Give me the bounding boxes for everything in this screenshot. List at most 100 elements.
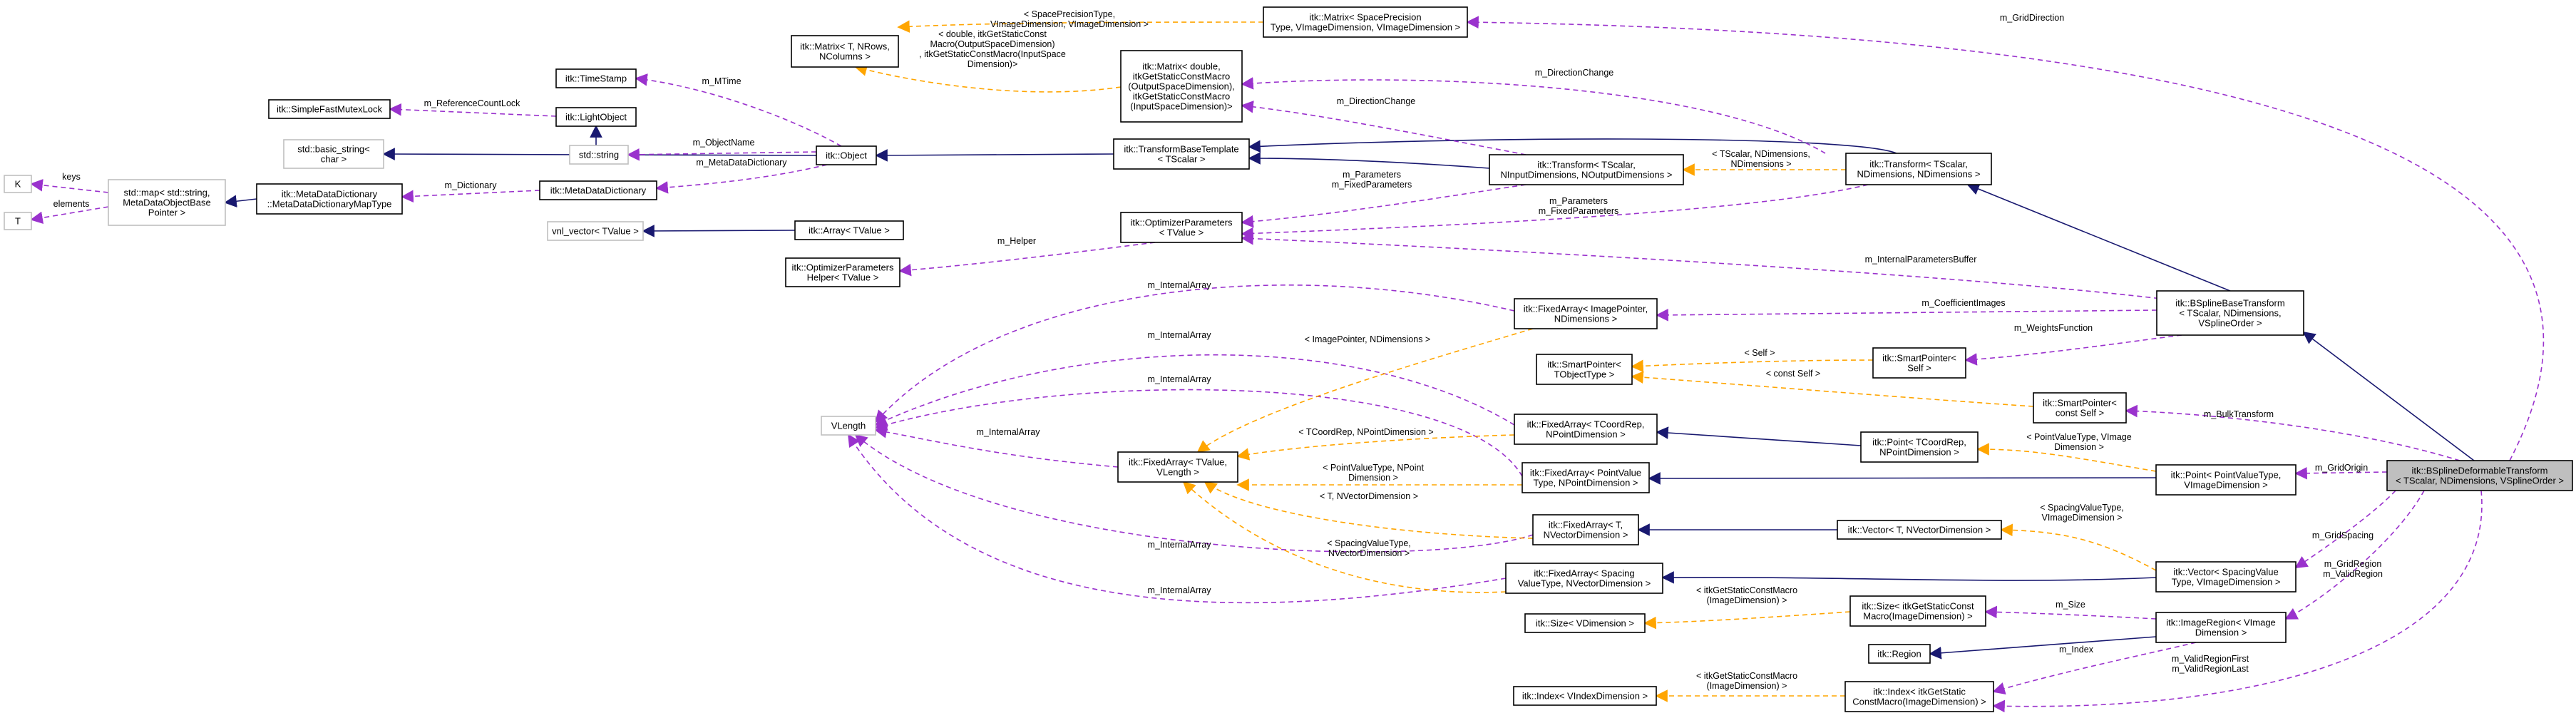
class-node-transform-tscalar-ndim[interactable]: itk::Transform< TScalar,NDimensions, NDi… [1845,153,1992,185]
class-node-label: itk::Transform< TScalar,NInputDimensions… [1501,160,1673,180]
edge-label-m-index: m_Index [2059,645,2094,655]
edge-label-keys: keys [62,172,81,182]
class-node-label: VLength [831,421,866,431]
class-node-matrix-t-nrows[interactable]: itk::Matrix< T, NRows,NColumns > [791,35,899,68]
inherit-edge-6 [1248,138,1897,154]
template-edge-matrix-double-args [854,63,1122,93]
class-node-bspline-deformable-transform[interactable]: itk::BSplineDeformableTransform< TScalar… [2386,460,2573,491]
class-node-size-vdimension[interactable]: itk::Size< VDimension > [1524,613,1646,633]
template-edge-t-nvector-args [1204,481,1534,539]
class-node-object[interactable]: itk::Object [816,145,877,165]
class-node-transform-tscalar-ninput[interactable]: itk::Transform< TScalar,NInputDimensions… [1489,154,1684,185]
usage-edge-m-direction-change-2 [1241,101,1526,155]
usage-edge-m-parameters-fixed-2 [1241,184,1869,240]
usage-edge-m-grid-direction [1466,16,2545,461]
edge-labels-layer: keyselementsm_ReferenceCountLockm_MTimem… [53,9,2383,691]
inherit-edge-2 [642,225,796,237]
class-node-label: itk::Array< TValue > [809,225,890,236]
class-node-label: std::map< std::string,MetaDataObjectBase… [123,188,211,218]
usage-edge-m-bulk-transform [2125,404,2460,461]
class-node-T[interactable]: T [4,212,32,230]
class-node-label: itk::Transform< TScalar,NDimensions, NDi… [1857,159,1980,180]
class-node-vlength[interactable]: VLength [821,416,876,436]
class-node-point-tcoordrep[interactable]: itk::Point< TCoordRep,NPointDimension > [1860,431,1979,463]
class-node-label: vnl_vector< TValue > [552,226,639,237]
class-node-meta-data-dictionary[interactable]: itk::MetaDataDictionary [539,180,657,200]
class-node-label: itk::FixedArray< T,NVectorDimension > [1544,520,1628,540]
class-node-label: T [15,216,21,227]
template-edge-spacing-value-type-args [1182,481,1507,593]
class-node-array[interactable]: itk::Array< TValue > [794,220,904,240]
class-node-vector-t-nvector[interactable]: itk::Vector< T, NVectorDimension > [1837,520,2002,540]
class-node-K[interactable]: K [4,175,32,193]
edge-label-m-internal-array-4: m_InternalArray [977,427,1041,437]
class-node-region[interactable]: itk::Region [1868,644,1931,664]
class-node-label: itk::LightObject [565,112,627,123]
edge-label-m-internal-array-2: m_InternalArray [1148,330,1212,340]
class-node-simple-fast-mutex-lock[interactable]: itk::SimpleFastMutexLock [268,99,391,119]
usage-edge-m-helper [898,242,1156,277]
class-node-time-stamp[interactable]: itk::TimeStamp [555,68,637,88]
usage-edge-m-internal-array-2 [874,354,1515,426]
usage-edge-m-index [1992,642,2197,695]
template-edge-size-image-dimension-args [1643,611,1851,630]
class-node-vnl-vector[interactable]: vnl_vector< TValue > [547,221,644,241]
usage-edge-m-internal-array-1 [874,284,1515,424]
usage-edge-m-dictionary [401,190,540,203]
class-node-fixed-array-tcoordrep[interactable]: itk::FixedArray< TCoordRep,NPointDimensi… [1514,414,1658,445]
class-node-smart-pointer-tobject[interactable]: itk::SmartPointer<TObjectType > [1536,354,1633,385]
class-node-meta-data-dictionary-map-type[interactable]: itk::MetaDataDictionary::MetaDataDiction… [256,183,403,215]
class-node-basic-string[interactable]: std::basic_string<char > [283,139,384,169]
class-node-std-map[interactable]: std::map< std::string,MetaDataObjectBase… [108,179,226,226]
usage-edge-m-object-name [627,148,817,161]
usage-edge-m-grid-origin [2294,466,2388,480]
edge-label-m-direction-change-2: m_DirectionChange [1337,96,1416,106]
edge-label-m-size: m_Size [2056,600,2085,610]
usage-edge-m-direction-change-1 [1241,77,1826,154]
class-node-label: itk::SimpleFastMutexLock [277,104,383,115]
edge-label-m-helper: m_Helper [997,236,1036,246]
class-node-fixed-array-t-nvector[interactable]: itk::FixedArray< T,NVectorDimension > [1532,514,1639,545]
class-node-label: itk::FixedArray< TValue,VLength > [1129,457,1227,478]
class-node-label: itk::BSplineBaseTransform< TScalar, NDim… [2175,298,2284,329]
class-node-light-object[interactable]: itk::LightObject [555,107,637,127]
class-node-label: itk::Point< PointValueType,VImageDimensi… [2171,470,2282,491]
edge-label-m-internal-parameters-buffer: m_InternalParametersBuffer [1865,255,1977,265]
class-node-transform-base-template[interactable]: itk::TransformBaseTemplate< TScalar > [1113,138,1250,170]
usage-edge-m-coefficient-images [1656,309,2157,322]
class-node-label: itk::MetaDataDictionary [550,185,647,196]
class-node-fixed-array-image-pointer[interactable]: itk::FixedArray< ImagePointer,NDimension… [1514,298,1658,329]
class-node-point-point-value[interactable]: itk::Point< PointValueType,VImageDimensi… [2155,464,2297,496]
class-node-smart-pointer-self[interactable]: itk::SmartPointer<Self > [1872,347,1966,379]
edge-label-m-coefficient-images: m_CoefficientImages [1921,298,2005,308]
usage-edge-m-parameters-fixed-1 [1241,184,1526,228]
edge-label-m-internal-array-5: m_InternalArray [1148,540,1212,550]
class-node-std-string[interactable]: std::string [569,145,629,165]
class-node-bspline-base-transform[interactable]: itk::BSplineBaseTransform< TScalar, NDim… [2156,290,2304,336]
edge-label-index-image-dimension-args: < itkGetStaticConstMacro(ImageDimension)… [1696,671,1797,691]
usage-edge-m-reference-count-lock [389,103,557,117]
class-node-smart-pointer-const-self[interactable]: itk::SmartPointer<const Self > [2033,392,2127,424]
edge-label-self-arg: < Self > [1744,348,1775,358]
usage-edge-m-internal-array-5 [854,434,1534,553]
usage-edge-m-internal-array-6 [848,434,1507,604]
class-node-matrix-double[interactable]: itk::Matrix< double,itkGetStaticConstMac… [1120,50,1243,123]
class-node-index-vindex[interactable]: itk::Index< VIndexDimension > [1513,686,1657,706]
class-node-label: itk::TransformBaseTemplate< TScalar > [1124,144,1238,165]
class-node-fixed-array-tvalue[interactable]: itk::FixedArray< TValue,VLength > [1117,451,1238,483]
usage-edge-m-internal-array-4 [874,426,1119,468]
edge-label-tcoordrep-args: < TCoordRep, NPointDimension > [1298,427,1433,437]
class-node-optimizer-parameters[interactable]: itk::OptimizerParameters< TValue > [1120,212,1243,243]
